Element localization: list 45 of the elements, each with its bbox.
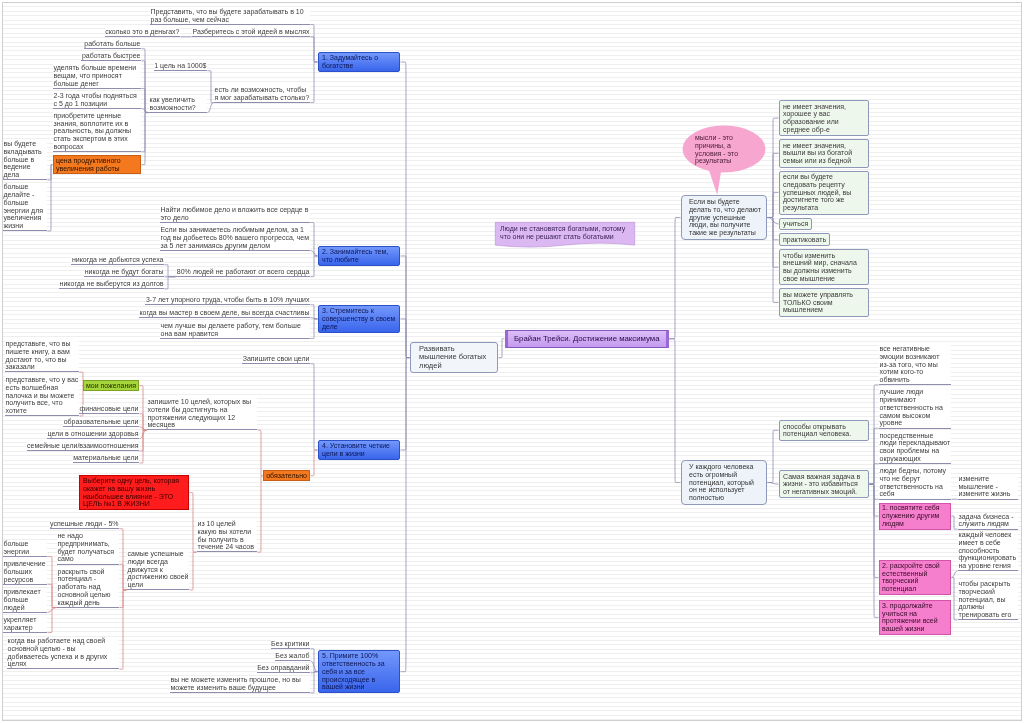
connector-line bbox=[400, 357, 410, 673]
connector-line bbox=[310, 304, 318, 320]
connector-line bbox=[310, 249, 318, 257]
connector-line bbox=[207, 70, 214, 103]
connector-line bbox=[139, 426, 147, 431]
connector-line bbox=[951, 498, 958, 500]
connector-line bbox=[951, 570, 958, 578]
connector-line bbox=[767, 217, 779, 225]
connector-line bbox=[767, 482, 779, 485]
connector-line bbox=[139, 429, 147, 464]
connector-line bbox=[257, 429, 264, 477]
connector-line bbox=[47, 607, 57, 613]
connector-line bbox=[47, 607, 57, 633]
connector-line bbox=[139, 385, 147, 431]
connector-line bbox=[189, 492, 197, 553]
connector-line bbox=[79, 371, 84, 387]
connector-line bbox=[207, 102, 214, 113]
connector-line bbox=[310, 318, 318, 339]
connector-line bbox=[668, 338, 681, 483]
connector-line bbox=[257, 475, 264, 553]
connector-line bbox=[47, 164, 53, 232]
connector-line bbox=[139, 413, 147, 431]
connector-line bbox=[310, 61, 318, 103]
connector-line bbox=[951, 577, 958, 621]
connector-line bbox=[310, 363, 318, 451]
connector-line bbox=[119, 563, 127, 591]
connector-line bbox=[189, 551, 197, 591]
connector-line bbox=[498, 338, 505, 358]
connector-line bbox=[310, 449, 318, 477]
connector-line bbox=[141, 108, 149, 113]
connector-line bbox=[951, 515, 958, 530]
connector-line bbox=[164, 276, 177, 290]
connector-line bbox=[400, 318, 410, 358]
connector-line bbox=[310, 671, 318, 674]
connector-line bbox=[141, 112, 149, 166]
connector-line bbox=[310, 671, 318, 694]
connector-line bbox=[310, 255, 318, 278]
connector-line bbox=[180, 36, 192, 38]
connector-line bbox=[141, 88, 149, 113]
connector-line bbox=[119, 589, 127, 670]
connector-line bbox=[310, 222, 318, 257]
connector-line bbox=[310, 36, 318, 63]
connector-line bbox=[869, 483, 879, 618]
connector-line bbox=[310, 648, 318, 673]
connector-line bbox=[310, 660, 318, 673]
